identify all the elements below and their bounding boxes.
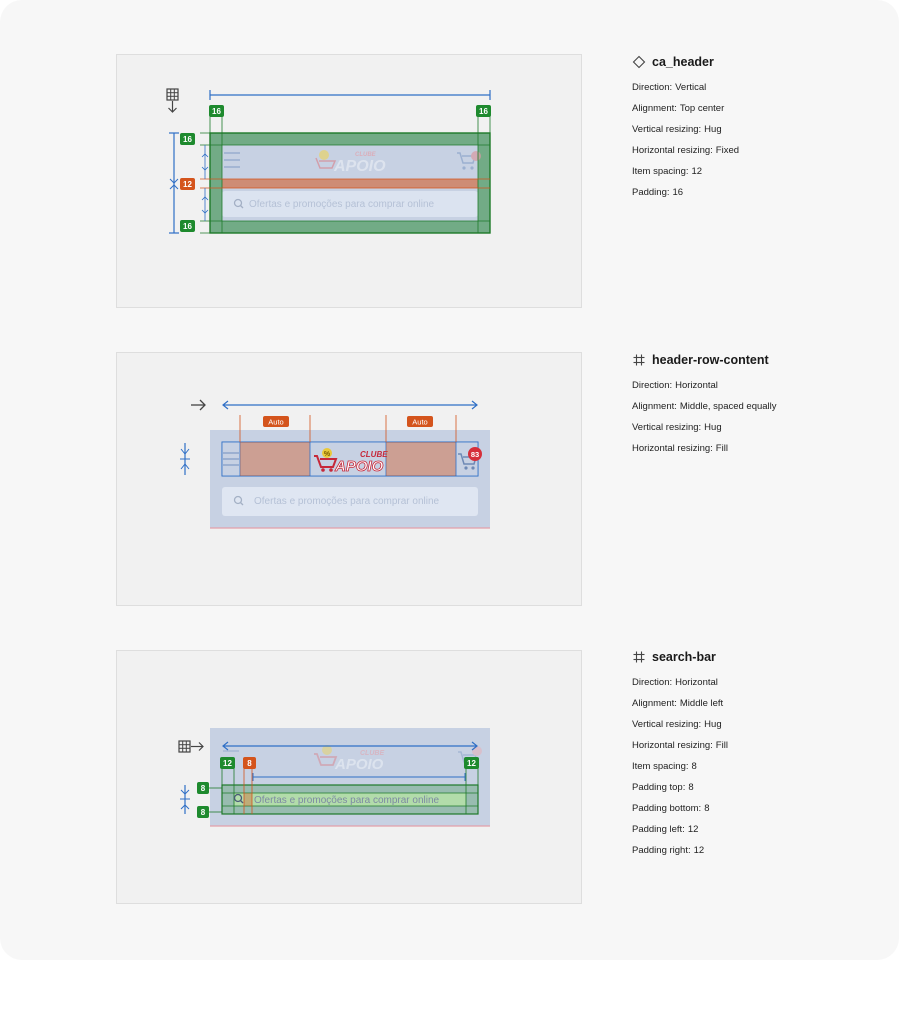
spec-row: Alignment:Top center xyxy=(632,103,725,114)
svg-text:16: 16 xyxy=(183,222,192,231)
badge-padding-right: 16 xyxy=(476,105,491,117)
spec-search-bar: search-bar Direction:Horizontal Alignmen… xyxy=(632,648,892,861)
svg-text:12: 12 xyxy=(223,759,232,768)
spec-row: Padding:16 xyxy=(632,187,684,198)
header-row-preview: APOIO CLUBE xyxy=(224,150,481,175)
spec-row: Direction:Horizontal xyxy=(632,677,718,688)
svg-text:APOIO: APOIO xyxy=(334,756,384,773)
svg-text:Auto: Auto xyxy=(268,418,283,427)
spec-row: Padding bottom:8 xyxy=(632,803,710,814)
spec-title-text: ca_header xyxy=(652,55,714,69)
search-bar-preview xyxy=(222,191,478,217)
svg-text:APOIO: APOIO xyxy=(333,158,386,175)
header-row-diagram: % CLUBE APOIO 83 Auto Auto xyxy=(180,399,490,529)
spec-row: Direction:Vertical xyxy=(632,82,707,93)
spec-row: Alignment:Middle left xyxy=(632,698,724,709)
spec-row: Horizontal resizing:Fixed xyxy=(632,145,740,156)
panel-header-row-content: % CLUBE APOIO 83 Auto Auto xyxy=(116,352,582,606)
spec-ca-header: ca_header Direction:Vertical Alignment:T… xyxy=(632,53,892,203)
svg-text:Ofertas e promoções para compr: Ofertas e promoções para comprar online xyxy=(254,496,440,507)
badge-auto-left: Auto xyxy=(263,416,289,427)
svg-text:CLUBE: CLUBE xyxy=(355,152,377,158)
spec-header-row-content: header-row-content Direction:Horizontal … xyxy=(632,351,892,459)
badge-padding-bottom: 16 xyxy=(180,220,195,232)
badge-spacing: 12 xyxy=(180,178,195,190)
spec-title-text: header-row-content xyxy=(652,353,769,367)
spec-row: Direction:Horizontal xyxy=(632,380,718,391)
cart-count-badge: 83 xyxy=(468,447,482,461)
badge-padding-right: 12 xyxy=(464,757,479,769)
spec-row: Padding top:8 xyxy=(632,782,694,793)
menu-icon xyxy=(221,441,241,477)
svg-text:Ofertas e promoções para compr: Ofertas e promoções para comprar online xyxy=(249,199,435,210)
svg-text:12: 12 xyxy=(183,180,192,189)
spec-row: Alignment:Middle, spaced equally xyxy=(632,401,777,412)
svg-text:83: 83 xyxy=(471,450,479,459)
svg-text:16: 16 xyxy=(479,107,488,116)
svg-text:CLUBE: CLUBE xyxy=(360,750,384,757)
spec-row: Vertical resizing:Hug xyxy=(632,719,722,730)
spec-row: Item spacing:8 xyxy=(632,761,697,772)
spec-row: Horizontal resizing:Fill xyxy=(632,740,728,751)
vertical-layout-icon xyxy=(166,88,179,113)
svg-text:8: 8 xyxy=(201,808,206,817)
badge-spacing: 8 xyxy=(243,757,256,769)
logo-cart-icon xyxy=(315,157,337,169)
spec-row: Padding left:12 xyxy=(632,824,699,835)
spec-rows: Direction:Horizontal Alignment:Middle, s… xyxy=(632,375,892,459)
badge-padding-top: 8 xyxy=(197,782,209,794)
search-icon xyxy=(233,495,244,506)
svg-text:16: 16 xyxy=(212,107,221,116)
spec-row: Item spacing:12 xyxy=(632,166,703,177)
spec-row: Padding right:12 xyxy=(632,845,705,856)
component-diamond-icon xyxy=(632,55,646,69)
badge-padding-left: 12 xyxy=(220,757,235,769)
svg-text:16: 16 xyxy=(183,135,192,144)
search-bar-diagram: APOIO CLUBE Ofertas e promoções para com… xyxy=(178,728,490,827)
spec-title-text: search-bar xyxy=(652,650,716,664)
frame-hash-icon xyxy=(633,354,645,366)
horizontal-direction-icon xyxy=(191,399,206,411)
frame-hash-icon xyxy=(633,651,645,663)
badge-padding-top: 16 xyxy=(180,133,195,145)
svg-text:Auto: Auto xyxy=(412,418,427,427)
search-bar-preview xyxy=(222,487,478,516)
svg-text:8: 8 xyxy=(201,784,206,793)
svg-text:12: 12 xyxy=(467,759,476,768)
svg-text:APOIO: APOIO xyxy=(334,458,384,475)
panel-search-bar: APOIO CLUBE Ofertas e promoções para com… xyxy=(116,650,582,904)
logo-percent-icon xyxy=(319,150,329,160)
menu-icon xyxy=(224,152,240,168)
panel-ca-header: APOIO CLUBE Ofertas e promoções para com… xyxy=(116,54,582,308)
spec-rows: Direction:Horizontal Alignment:Middle le… xyxy=(632,672,892,861)
spec-rows: Direction:Vertical Alignment:Top center … xyxy=(632,77,892,203)
search-icon xyxy=(233,793,244,804)
svg-text:CLUBE: CLUBE xyxy=(360,450,388,459)
brand-logo: % CLUBE APOIO xyxy=(314,448,388,475)
ca-header-diagram: APOIO CLUBE Ofertas e promoções para com… xyxy=(166,88,491,234)
badge-padding-bottom: 8 xyxy=(197,806,209,818)
svg-text:Ofertas e promoções para compr: Ofertas e promoções para comprar online xyxy=(254,795,440,806)
svg-text:8: 8 xyxy=(247,759,252,768)
badge-auto-right: Auto xyxy=(407,416,433,427)
svg-text:%: % xyxy=(324,451,331,458)
spec-row: Vertical resizing:Hug xyxy=(632,124,722,135)
horizontal-layout-icon xyxy=(178,740,204,753)
badge-padding-left: 16 xyxy=(209,105,224,117)
spec-row: Vertical resizing:Hug xyxy=(632,422,722,433)
search-icon xyxy=(233,198,244,209)
spec-row: Horizontal resizing:Fill xyxy=(632,443,728,454)
